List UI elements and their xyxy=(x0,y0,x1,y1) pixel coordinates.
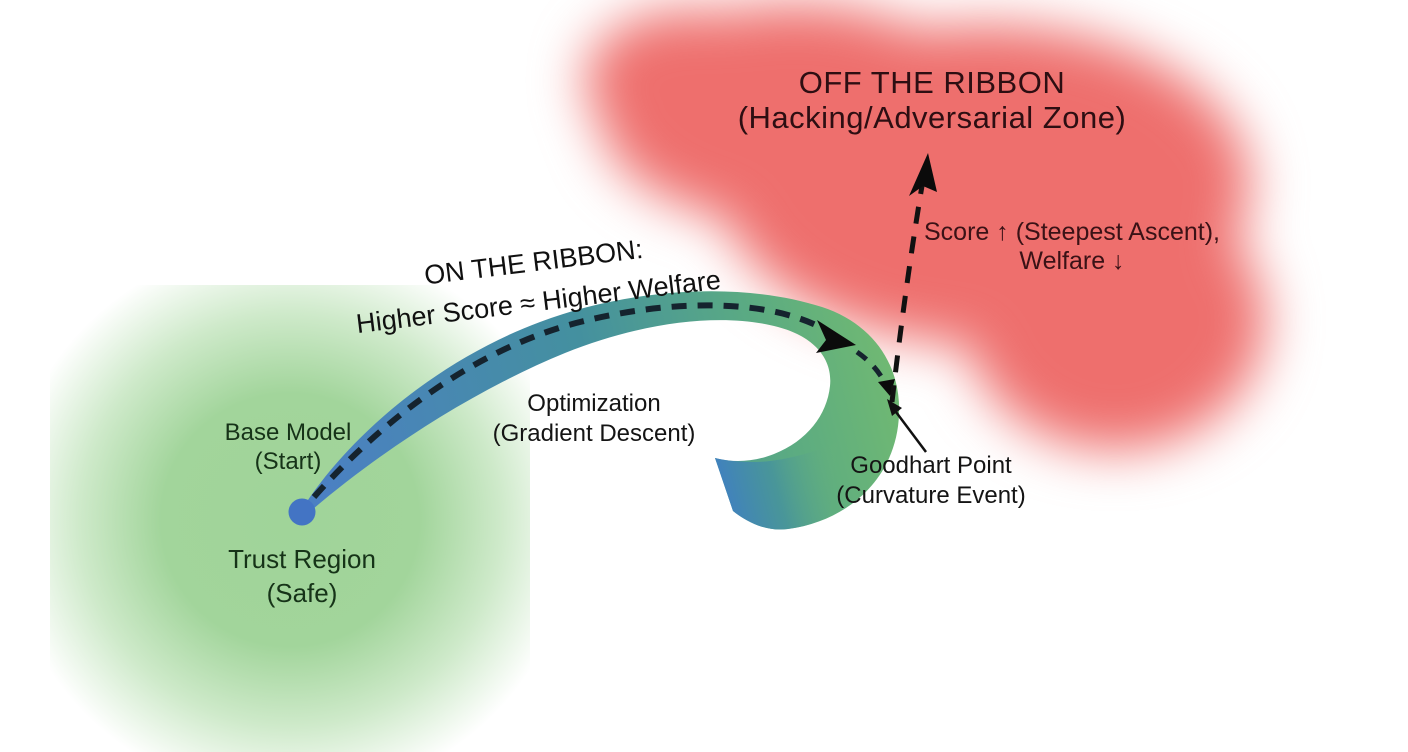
base-model-dot xyxy=(288,498,316,526)
off-ribbon-blob-lobe xyxy=(965,190,1265,450)
trust-region-blob xyxy=(50,285,530,752)
ascent-annotation: Score ↑ (Steepest Ascent), Welfare ↓ xyxy=(924,218,1220,276)
ascent-dashed-arrow xyxy=(889,173,927,403)
goodhart-line1: Goodhart Point xyxy=(850,452,1012,479)
off-ribbon-blob-lobe xyxy=(585,10,795,150)
goodhart-callout-arrowhead-icon xyxy=(887,399,902,416)
optimization-line1: Optimization xyxy=(527,390,661,417)
optimization-dashed-tail xyxy=(855,349,890,389)
off-ribbon-blob xyxy=(560,0,1320,550)
goodhart-callout-arrow xyxy=(892,407,927,453)
trust-region-line2: (Safe) xyxy=(266,578,338,608)
ribbon-tip xyxy=(715,442,838,530)
optimization-dashed-arrow xyxy=(311,302,820,499)
optimization-arrowhead-icon xyxy=(816,320,856,353)
trust-region-line1: Trust Region xyxy=(228,544,376,574)
trust-region-zone-label: Trust Region (Safe) xyxy=(228,542,376,610)
base-model-line2: (Start) xyxy=(254,448,322,475)
base-model-annotation: Base Model (Start) xyxy=(225,418,352,476)
off-ribbon-zone-label: OFF THE RIBBON (Hacking/Adversarial Zone… xyxy=(738,65,1127,135)
ascent-arrowhead-icon xyxy=(909,153,937,196)
goodhart-annotation: Goodhart Point (Curvature Event) xyxy=(836,451,1025,511)
off-ribbon-title: OFF THE RIBBON xyxy=(798,65,1066,100)
off-ribbon-subtitle: (Hacking/Adversarial Zone) xyxy=(737,100,1127,135)
optimization-annotation: Optimization (Gradient Descent) xyxy=(493,389,696,449)
ascent-line2: Welfare ↓ xyxy=(1019,247,1125,275)
goodhart-line2: (Curvature Event) xyxy=(836,482,1026,509)
ascent-line1: Score ↑ (Steepest Ascent), xyxy=(924,218,1220,246)
base-model-line1: Base Model xyxy=(224,419,352,446)
optimization-line2: (Gradient Descent) xyxy=(492,420,696,447)
